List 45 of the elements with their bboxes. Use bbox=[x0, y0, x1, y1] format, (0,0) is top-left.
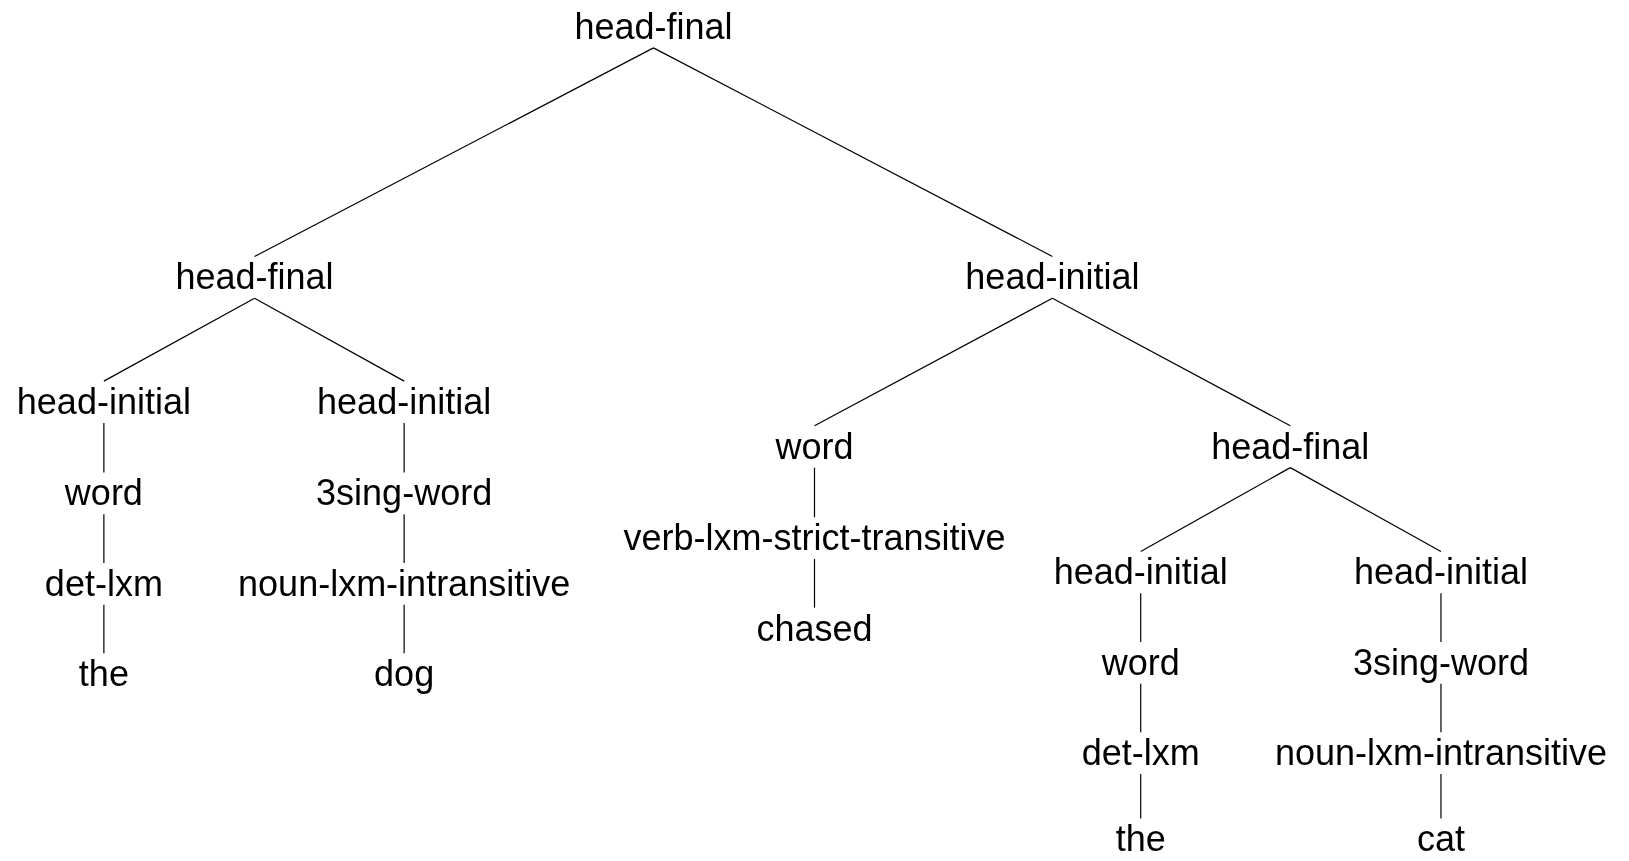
tree-branch bbox=[103, 422, 105, 474]
tree-branch bbox=[1140, 592, 1142, 643]
tree-node-label: det-lxm bbox=[1079, 734, 1202, 773]
tree-node-label: 3sing-word bbox=[314, 474, 495, 513]
tree-node-label: head-initial bbox=[14, 383, 193, 421]
tree-node-label: head-initial bbox=[963, 258, 1142, 297]
tree-node-label: det-lxm bbox=[42, 564, 165, 603]
tree-node-label: the bbox=[1113, 820, 1168, 859]
tree-node-label: verb-lxm-strict-transitive bbox=[621, 519, 1008, 558]
tree-branch bbox=[1440, 773, 1442, 820]
tree-node-label: head-final bbox=[572, 8, 735, 46]
tree-branch bbox=[1440, 592, 1442, 643]
tree-branch bbox=[1140, 683, 1142, 733]
tree-branch bbox=[1140, 773, 1142, 820]
tree-node-label: the bbox=[76, 655, 131, 694]
tree-branch bbox=[403, 422, 405, 474]
tree-branch bbox=[253, 47, 655, 258]
tree-node-label: word bbox=[62, 474, 145, 513]
tree-node-label: dog bbox=[372, 655, 437, 694]
tree-branch bbox=[813, 297, 1053, 427]
tree-branch bbox=[1440, 683, 1442, 733]
tree-node-label: head-initial bbox=[1051, 553, 1230, 592]
tree-node-label: cat bbox=[1414, 820, 1467, 859]
tree-node-label: word bbox=[1099, 643, 1182, 682]
tree-branch bbox=[403, 604, 405, 654]
tree-node-label: head-final bbox=[1209, 427, 1372, 466]
tree-branch bbox=[1289, 467, 1442, 553]
tree-node-label: head-final bbox=[173, 258, 336, 297]
tree-branch bbox=[813, 467, 816, 518]
tree-branch bbox=[1140, 467, 1291, 553]
tree-node-label: head-initial bbox=[1351, 553, 1530, 592]
tree-branch bbox=[103, 513, 105, 564]
tree-branch bbox=[652, 47, 1053, 258]
tree-node-label: noun-lxm-intransitive bbox=[1272, 734, 1609, 773]
tree-node-label: 3sing-word bbox=[1350, 643, 1531, 682]
tree-node-label: noun-lxm-intransitive bbox=[236, 564, 573, 603]
tree-branch bbox=[103, 604, 105, 654]
tree-node-label: head-initial bbox=[315, 383, 494, 421]
tree-branch bbox=[103, 297, 256, 382]
tree-branch bbox=[403, 513, 405, 564]
tree-branch bbox=[813, 558, 816, 609]
tree-branch bbox=[253, 297, 405, 382]
tree-branch bbox=[1051, 297, 1291, 427]
tree-node-label: chased bbox=[754, 609, 875, 648]
tree-node-label: word bbox=[773, 427, 856, 466]
